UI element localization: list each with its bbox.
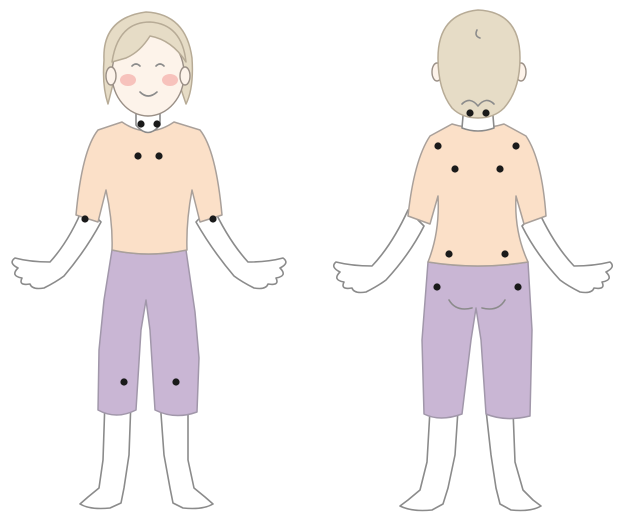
- back-point-nape-right: [482, 109, 489, 116]
- back-left-arm: [334, 210, 424, 293]
- back-shirt: [408, 124, 546, 266]
- front-right-leg: [160, 400, 213, 509]
- back-point-scapula-right: [496, 165, 503, 172]
- front-shirt: [76, 122, 222, 254]
- back-point-shoulder-right: [512, 142, 519, 149]
- front-pants: [98, 250, 199, 416]
- front-left-leg: [80, 400, 131, 509]
- back-left-leg: [400, 410, 458, 511]
- back-right-arm: [522, 210, 612, 293]
- front-point-chest-left: [134, 152, 141, 159]
- front-left-ear: [106, 67, 116, 85]
- front-point-elbow-right: [209, 215, 216, 222]
- front-view-figure: [12, 12, 286, 509]
- front-point-elbow-left: [81, 215, 88, 222]
- back-point-shoulder-left: [434, 142, 441, 149]
- front-point-knee-right: [172, 378, 179, 385]
- front-point-knee-left: [120, 378, 127, 385]
- back-point-scapula-left: [451, 165, 458, 172]
- front-point-neck-left: [137, 120, 144, 127]
- back-view-figure: [334, 10, 613, 511]
- back-right-leg: [486, 410, 541, 511]
- front-point-neck-right: [153, 120, 160, 127]
- back-point-nape-left: [466, 109, 473, 116]
- front-right-ear: [180, 67, 190, 85]
- front-point-chest-right: [155, 152, 162, 159]
- front-right-cheek: [162, 74, 178, 86]
- back-hair: [438, 10, 520, 118]
- back-point-lumbar-right: [501, 250, 508, 257]
- back-point-hip-left: [433, 283, 440, 290]
- back-point-hip-right: [514, 283, 521, 290]
- front-left-cheek: [120, 74, 136, 86]
- back-point-lumbar-left: [445, 250, 452, 257]
